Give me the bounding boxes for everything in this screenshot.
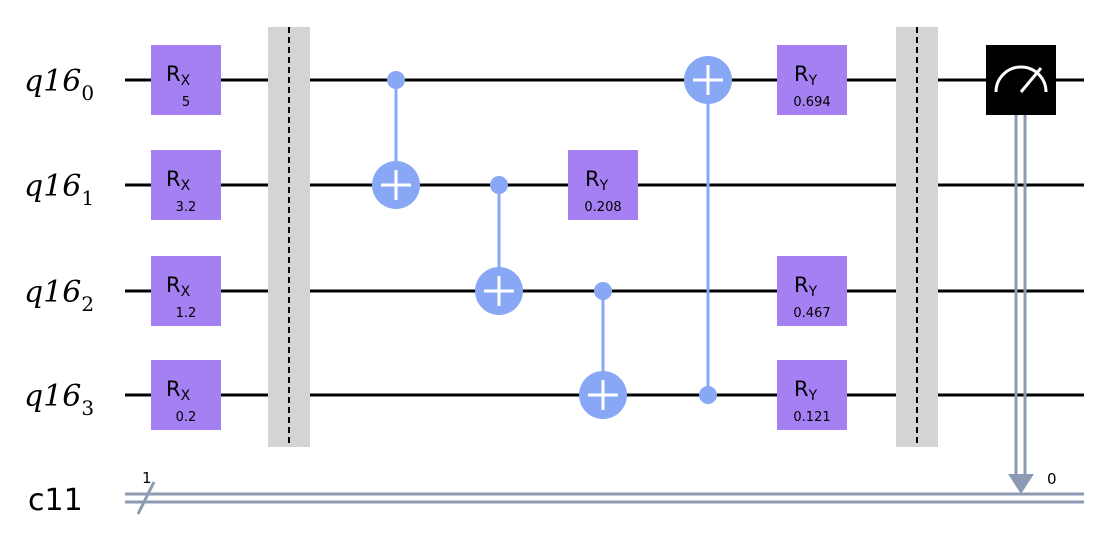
- control-dot: [387, 71, 405, 89]
- svg-text:RX: RX: [166, 167, 191, 194]
- qubit-label-3: q163: [24, 379, 94, 420]
- ry-gate-q1: RY 0.208: [568, 150, 638, 220]
- svg-text:0.694: 0.694: [793, 95, 830, 110]
- barrier-1: [268, 27, 310, 447]
- cnot-q3-q0: [684, 56, 732, 404]
- control-dot: [699, 386, 717, 404]
- svg-text:5: 5: [182, 95, 190, 110]
- svg-text:RY: RY: [794, 62, 818, 89]
- control-dot: [490, 176, 508, 194]
- qubit-label-1: q161: [24, 169, 94, 210]
- svg-text:0.121: 0.121: [793, 410, 830, 425]
- svg-text:0.467: 0.467: [793, 306, 830, 321]
- cnot-q2-q3: [579, 282, 627, 419]
- rx-gate-q3: RX 0.2: [151, 360, 221, 430]
- measurement-q0: 0: [986, 45, 1057, 494]
- svg-text:3.2: 3.2: [176, 200, 197, 215]
- rx-gate-q1: RX 3.2: [151, 150, 221, 220]
- classical-wire: 1: [125, 469, 1084, 515]
- classical-register-size: 1: [142, 469, 152, 487]
- cnot-q0-q1: [372, 71, 420, 209]
- measure-box: [986, 45, 1056, 115]
- cnot-q1-q2: [475, 176, 523, 315]
- svg-text:1.2: 1.2: [176, 306, 197, 321]
- meter-icon: [994, 65, 1048, 93]
- register-labels: q160 q161 q162 q163 c11: [24, 64, 94, 518]
- ry-gate-q3: RY 0.121: [777, 360, 847, 430]
- ry-gate-q2: RY 0.467: [777, 256, 847, 326]
- svg-text:RY: RY: [794, 273, 818, 300]
- svg-text:RY: RY: [585, 167, 609, 194]
- classical-register-label: c11: [28, 483, 83, 518]
- control-dot: [594, 282, 612, 300]
- classical-bundle-slash: [136, 481, 156, 515]
- rx-gates: RX 5 RX 3.2 RX 1.2 RX 0.2: [151, 45, 221, 430]
- cnot-gates: [372, 56, 732, 419]
- qubit-label-2: q162: [24, 275, 94, 316]
- svg-text:RX: RX: [166, 62, 191, 89]
- svg-text:0.2: 0.2: [176, 410, 197, 425]
- ry-gate-q0: RY 0.694: [777, 45, 847, 115]
- rx-gate-q0: RX 5: [151, 45, 221, 115]
- svg-text:RX: RX: [166, 377, 191, 404]
- svg-text:0.208: 0.208: [584, 200, 621, 215]
- qubit-label-0: q160: [24, 64, 94, 105]
- barrier-2: [896, 27, 938, 447]
- rx-gate-q2: RX 1.2: [151, 256, 221, 326]
- measure-arrow: [1008, 474, 1034, 494]
- ry-gates: RY 0.208 RY 0.694 RY 0.467 RY 0.121: [568, 45, 847, 430]
- svg-text:RY: RY: [794, 377, 818, 404]
- svg-text:RX: RX: [166, 273, 191, 300]
- measure-clbit-label: 0: [1047, 470, 1057, 488]
